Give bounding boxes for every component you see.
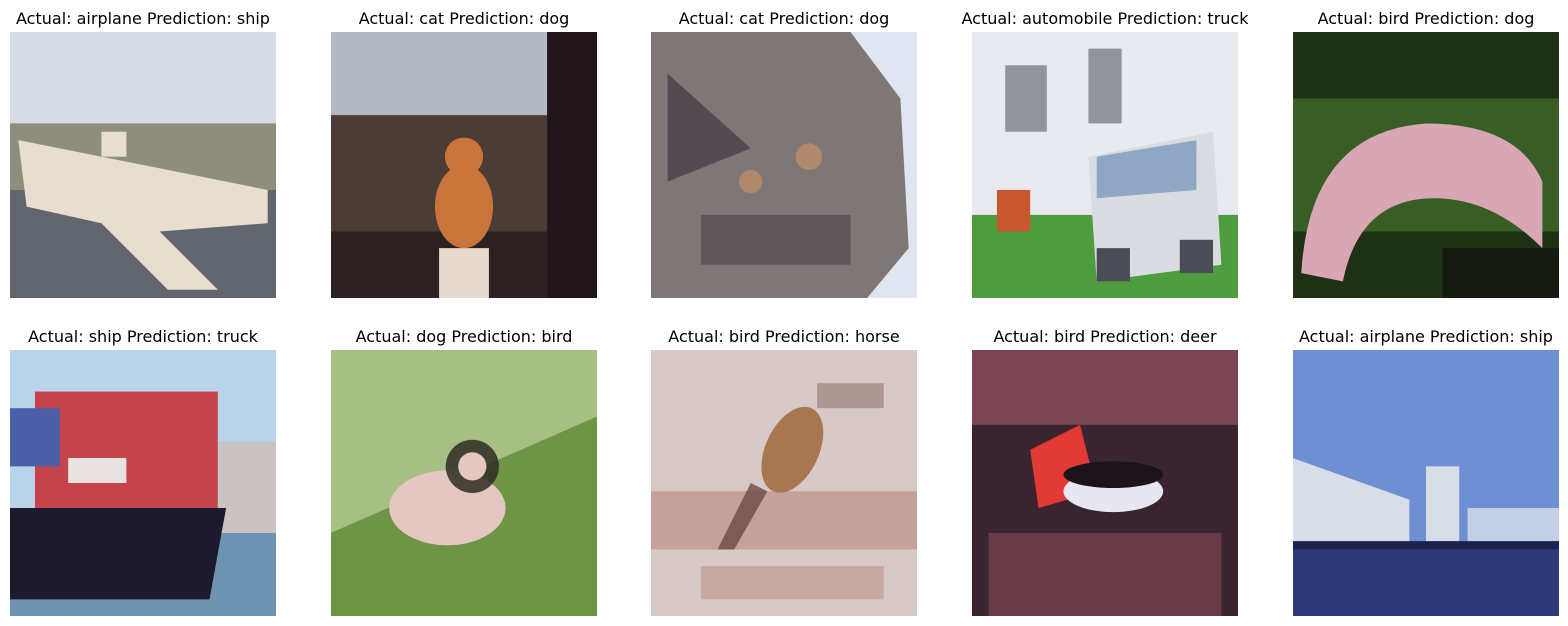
- image-house-window: [1088, 48, 1122, 124]
- image-bird: [761, 406, 824, 493]
- sample-panel-5: Actual: bird Prediction: dog: [1293, 8, 1559, 298]
- image-cat-chest: [439, 248, 489, 298]
- image-cat-ear: [667, 73, 751, 182]
- sample-panel-8: Actual: bird Prediction: horse: [651, 326, 917, 616]
- image-foliage-top: [972, 350, 1238, 425]
- sample-image: [651, 32, 917, 298]
- image-waterline: [1293, 541, 1559, 550]
- image-leaf: [817, 383, 884, 409]
- image-buildings-left: [1293, 458, 1410, 542]
- panel-title: Actual: automobile Prediction: truck: [961, 9, 1249, 28]
- image-window-light: [331, 32, 548, 116]
- image-cat-eye: [739, 169, 763, 194]
- sample-image: [331, 350, 597, 616]
- sample-image: [972, 32, 1238, 298]
- sample-image: [10, 350, 276, 616]
- image-window-frame: [547, 32, 597, 298]
- sample-panel-2: Actual: cat Prediction: dog: [331, 8, 597, 298]
- image-hull: [10, 507, 227, 600]
- image-perch: [1442, 248, 1559, 298]
- image-cat-stripes: [700, 214, 851, 265]
- image-van-windshield: [1096, 140, 1197, 199]
- sample-image: [1293, 32, 1559, 298]
- image-house-window: [1005, 65, 1047, 132]
- image-cat-fur: [651, 32, 909, 298]
- image-cat-eye: [795, 143, 823, 170]
- image-buildings-right: [1467, 507, 1559, 542]
- image-water: [1293, 541, 1559, 616]
- sample-image: [972, 350, 1238, 616]
- panel-title: Actual: dog Prediction: bird: [355, 327, 573, 346]
- sample-image: [10, 32, 276, 298]
- panel-title: Actual: cat Prediction: dog: [358, 9, 570, 28]
- sample-panel-9: Actual: bird Prediction: deer: [972, 326, 1238, 616]
- image-branch-lower: [700, 566, 884, 600]
- image-bird-back: [1063, 461, 1164, 488]
- image-container-stripe: [68, 458, 127, 483]
- image-branch: [651, 491, 917, 550]
- image-dog-face: [458, 452, 487, 481]
- image-airplane: [18, 140, 268, 290]
- panel-title: Actual: airplane Prediction: ship: [1299, 327, 1553, 346]
- sample-panel-3: Actual: cat Prediction: dog: [651, 8, 917, 298]
- panel-title: Actual: bird Prediction: horse: [668, 327, 900, 346]
- image-van-wheel: [1179, 239, 1214, 274]
- sample-panel-10: Actual: airplane Prediction: ship: [1293, 326, 1559, 616]
- image-tower: [1426, 466, 1460, 542]
- panel-title: Actual: airplane Prediction: ship: [16, 9, 270, 28]
- sample-image: [331, 32, 597, 298]
- image-bird: [1301, 123, 1543, 282]
- image-cat-body: [434, 165, 494, 249]
- sample-image: [651, 350, 917, 616]
- image-bird-tail: [717, 483, 768, 550]
- image-container-blue: [10, 408, 60, 467]
- panel-title: Actual: ship Prediction: truck: [28, 327, 258, 346]
- sample-panel-1: Actual: airplane Prediction: ship: [10, 8, 276, 298]
- image-tail: [101, 131, 127, 157]
- panel-title: Actual: bird Prediction: dog: [1317, 9, 1535, 28]
- image-van-wheel: [1096, 248, 1130, 282]
- image-cat-head: [444, 137, 484, 176]
- image-toys: [996, 189, 1031, 232]
- panel-title: Actual: cat Prediction: dog: [678, 9, 890, 28]
- sample-panel-4: Actual: automobile Prediction: truck: [962, 8, 1248, 298]
- panel-title: Actual: bird Prediction: deer: [993, 327, 1217, 346]
- image-shore-building: [217, 441, 276, 533]
- image-containers: [34, 391, 218, 517]
- image-foliage-bottom: [988, 532, 1222, 616]
- sample-image: [1293, 350, 1559, 616]
- sample-panel-6: Actual: ship Prediction: truck: [10, 326, 276, 616]
- sample-panel-7: Actual: dog Prediction: bird: [331, 326, 597, 616]
